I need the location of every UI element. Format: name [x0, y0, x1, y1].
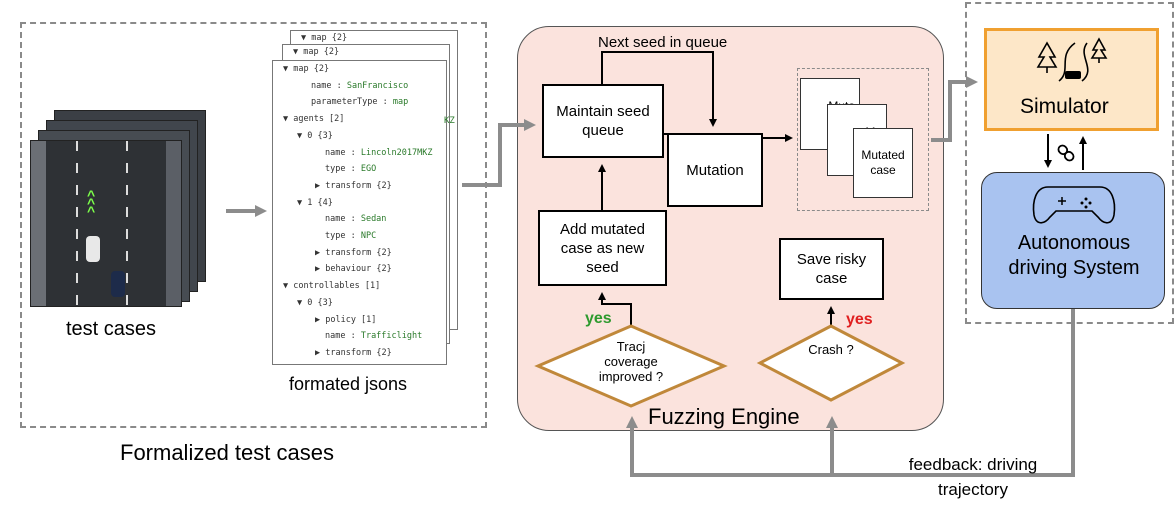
ego-car — [86, 236, 100, 262]
json-line: ▼ 0 {3} — [297, 297, 333, 308]
next-seed-loop — [601, 51, 717, 127]
road-scene-image: ^^^ — [30, 140, 182, 307]
formatted-jsons-label: formated jsons — [289, 374, 408, 394]
waypoint-chevrons: ^^^ — [87, 187, 96, 219]
add-mutated-seed-box: Add mutated case as new seed — [538, 210, 667, 286]
formalized-test-cases-region — [20, 22, 487, 428]
json-to-engine-arrow — [462, 119, 536, 187]
json-line: ▶ policy [1] — [315, 314, 377, 325]
feedback-path — [626, 309, 1075, 477]
json-doc-front: ▼ map {2} name : SanFrancisco parameterTyp… — [272, 60, 447, 365]
npc-car — [111, 271, 125, 297]
test-cases-label: test cases — [66, 318, 157, 340]
ads-label: Autonomous driving System — [1008, 232, 1140, 279]
json-line: type : EGO — [325, 164, 377, 175]
simulation-region — [965, 2, 1174, 324]
json-line: ▼ 1 {4} — [297, 197, 333, 208]
json-line: ▼ map {2} — [283, 64, 330, 74]
crash-decision-label: Crash ? — [808, 342, 854, 357]
mutated-to-simulator-arrow — [931, 76, 978, 142]
json-line: name : Sedan — [325, 214, 387, 225]
json-line: ▼ controllables [1] — [283, 281, 381, 292]
json-line: ▼ agents [2] — [283, 114, 345, 125]
json-line: type : NPC — [325, 231, 377, 241]
mutation-box: Mutation — [667, 133, 763, 207]
maintain-to-mutation-arrow — [664, 133, 700, 135]
mutated-cases-region — [797, 68, 929, 211]
json-line: ▶ transform {2} — [315, 247, 392, 258]
tracj-decision-label: Tracj coverage improved ? — [598, 339, 664, 384]
json-line: name : SanFrancisco — [311, 80, 409, 91]
ads-box: Autonomous driving System — [981, 172, 1165, 309]
simulator-label: Simulator — [1020, 95, 1109, 118]
json-line: ▼ 0 {3} — [297, 130, 333, 141]
link-icon — [1057, 144, 1075, 162]
yes-green-label: yes — [585, 310, 612, 327]
json-line: ▶ transform {2} — [315, 180, 392, 191]
crash-decision-diamond — [756, 324, 906, 402]
mutated-case-card-3: Mutated case — [853, 128, 913, 198]
formalized-caption: Formalized test cases — [120, 440, 334, 465]
json-partial-text: KZ — [444, 116, 455, 126]
save-risky-case-box: Save risky case — [779, 238, 884, 300]
fuzzing-engine-title: Fuzzing Engine — [648, 404, 800, 429]
json-line: parameterType : map — [311, 97, 409, 108]
yes-red-label: yes — [846, 311, 873, 328]
tracj-decision-diamond — [534, 324, 728, 408]
next-seed-label: Next seed in queue — [598, 34, 728, 51]
road-tree-icon — [1036, 37, 1108, 82]
tracj-to-add-arrow — [598, 292, 632, 326]
simulator-box: Simulator — [984, 28, 1159, 131]
json-line: ▶ behaviour {2} — [315, 264, 392, 275]
test-case-images: ^^^ — [30, 110, 225, 310]
gamepad-icon — [1032, 186, 1116, 224]
json-line: name : Lincoln2017MKZ — [325, 147, 433, 158]
feedback-label: feedback: driving trajectory — [908, 455, 1038, 499]
json-line: ▶ transform {2} — [315, 347, 392, 358]
maintain-seed-queue-box: Maintain seed queue — [542, 84, 664, 158]
json-line: name : Trafficlight — [325, 331, 423, 342]
